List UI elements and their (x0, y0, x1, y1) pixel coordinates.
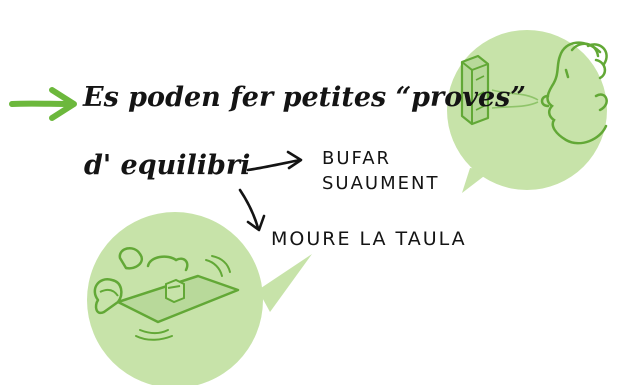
option-blow-line1: BUFAR (322, 148, 392, 169)
arrow-to-move-icon (238, 188, 266, 232)
option-move-label: MOURE LA TAULA (271, 228, 467, 250)
intro-text-2: d' equilibri (84, 150, 251, 181)
blowing-face-icon (447, 30, 608, 193)
intro-text: Es poden fer petites “proves” (83, 82, 526, 113)
arrow-right-icon (9, 87, 77, 121)
option-blow-line2: SUAUMENT (322, 173, 440, 194)
arrow-to-blow-icon (246, 150, 303, 172)
table-shaking-icon (87, 212, 312, 385)
